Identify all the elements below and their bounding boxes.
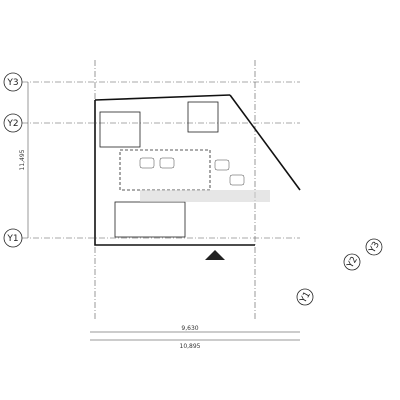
axis-label-y2: Y2: [6, 119, 18, 129]
dimension-lines: [27, 82, 300, 341]
entrance-arrow-icon: [205, 250, 225, 260]
room-partition-4: [119, 149, 211, 191]
axis-bubble-y2-left: Y2: [3, 113, 23, 133]
axis-label-y1: Y1: [6, 234, 18, 244]
dim-left-total: 11,495: [19, 149, 26, 170]
fixture-4: [229, 174, 245, 186]
room-partition-2: [187, 101, 219, 133]
dim-bottom-middle: 9,630: [181, 325, 198, 332]
fixture-3: [214, 159, 230, 171]
fixture-1: [139, 157, 155, 169]
axis-bubble-y1-right: Y1: [296, 288, 314, 306]
axis-bubble-y3-right: Y3: [365, 238, 383, 256]
axis-bubble-y3-left: Y3: [3, 72, 23, 92]
interior-partitions: [99, 101, 219, 238]
axis-label-y3: Y3: [6, 78, 18, 88]
wall-top: [94, 94, 231, 101]
axis-bubble-y1-left: Y1: [3, 228, 23, 248]
axis-bubble-y2-right: Y2: [343, 253, 361, 271]
outer-walls: [94, 94, 301, 246]
wall-left-bottom: [94, 100, 255, 246]
fixtures: [139, 157, 245, 186]
watermark-band: [140, 190, 270, 202]
room-partition-3: [114, 201, 186, 238]
dim-bottom-total: 10,895: [180, 343, 201, 350]
room-partition-1: [99, 111, 141, 148]
fixture-2: [159, 157, 175, 169]
wall-diagonal: [229, 94, 301, 191]
